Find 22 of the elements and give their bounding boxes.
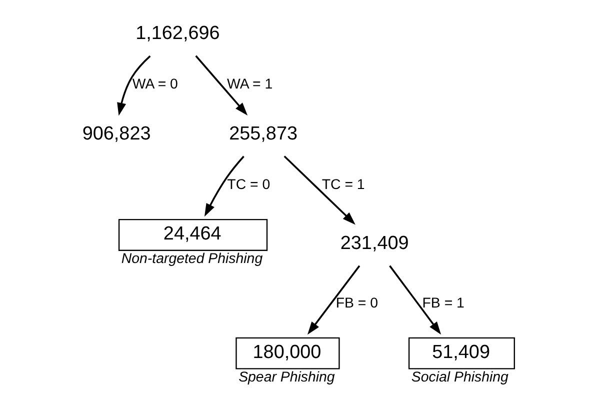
node-text: 1,162,696	[136, 22, 220, 44]
arrow	[307, 265, 360, 335]
edge-label: FB = 1	[422, 295, 464, 312]
node-box: 24,464	[118, 218, 268, 251]
node-label: Social Phishing	[411, 369, 508, 386]
arrow	[204, 156, 244, 217]
arrow	[195, 55, 248, 116]
arrow	[117, 55, 151, 116]
arrow	[389, 265, 442, 335]
node-text: 906,823	[82, 123, 151, 144]
node-label: Non-targeted Phishing	[121, 250, 263, 267]
node-box: 51,409	[408, 337, 515, 370]
edge-label: TC = 1	[322, 176, 365, 193]
edge-label: WA = 1	[227, 76, 273, 92]
edge-label: WA = 0	[132, 76, 178, 92]
node-text: 255,873	[229, 123, 298, 144]
node-text: 231,409	[340, 232, 409, 254]
node-box: 180,000	[236, 337, 340, 370]
node-label: Spear Phishing	[238, 369, 335, 386]
edge-label: TC = 0	[227, 176, 270, 193]
arrow	[284, 156, 356, 225]
edge-label: FB = 0	[336, 295, 378, 312]
